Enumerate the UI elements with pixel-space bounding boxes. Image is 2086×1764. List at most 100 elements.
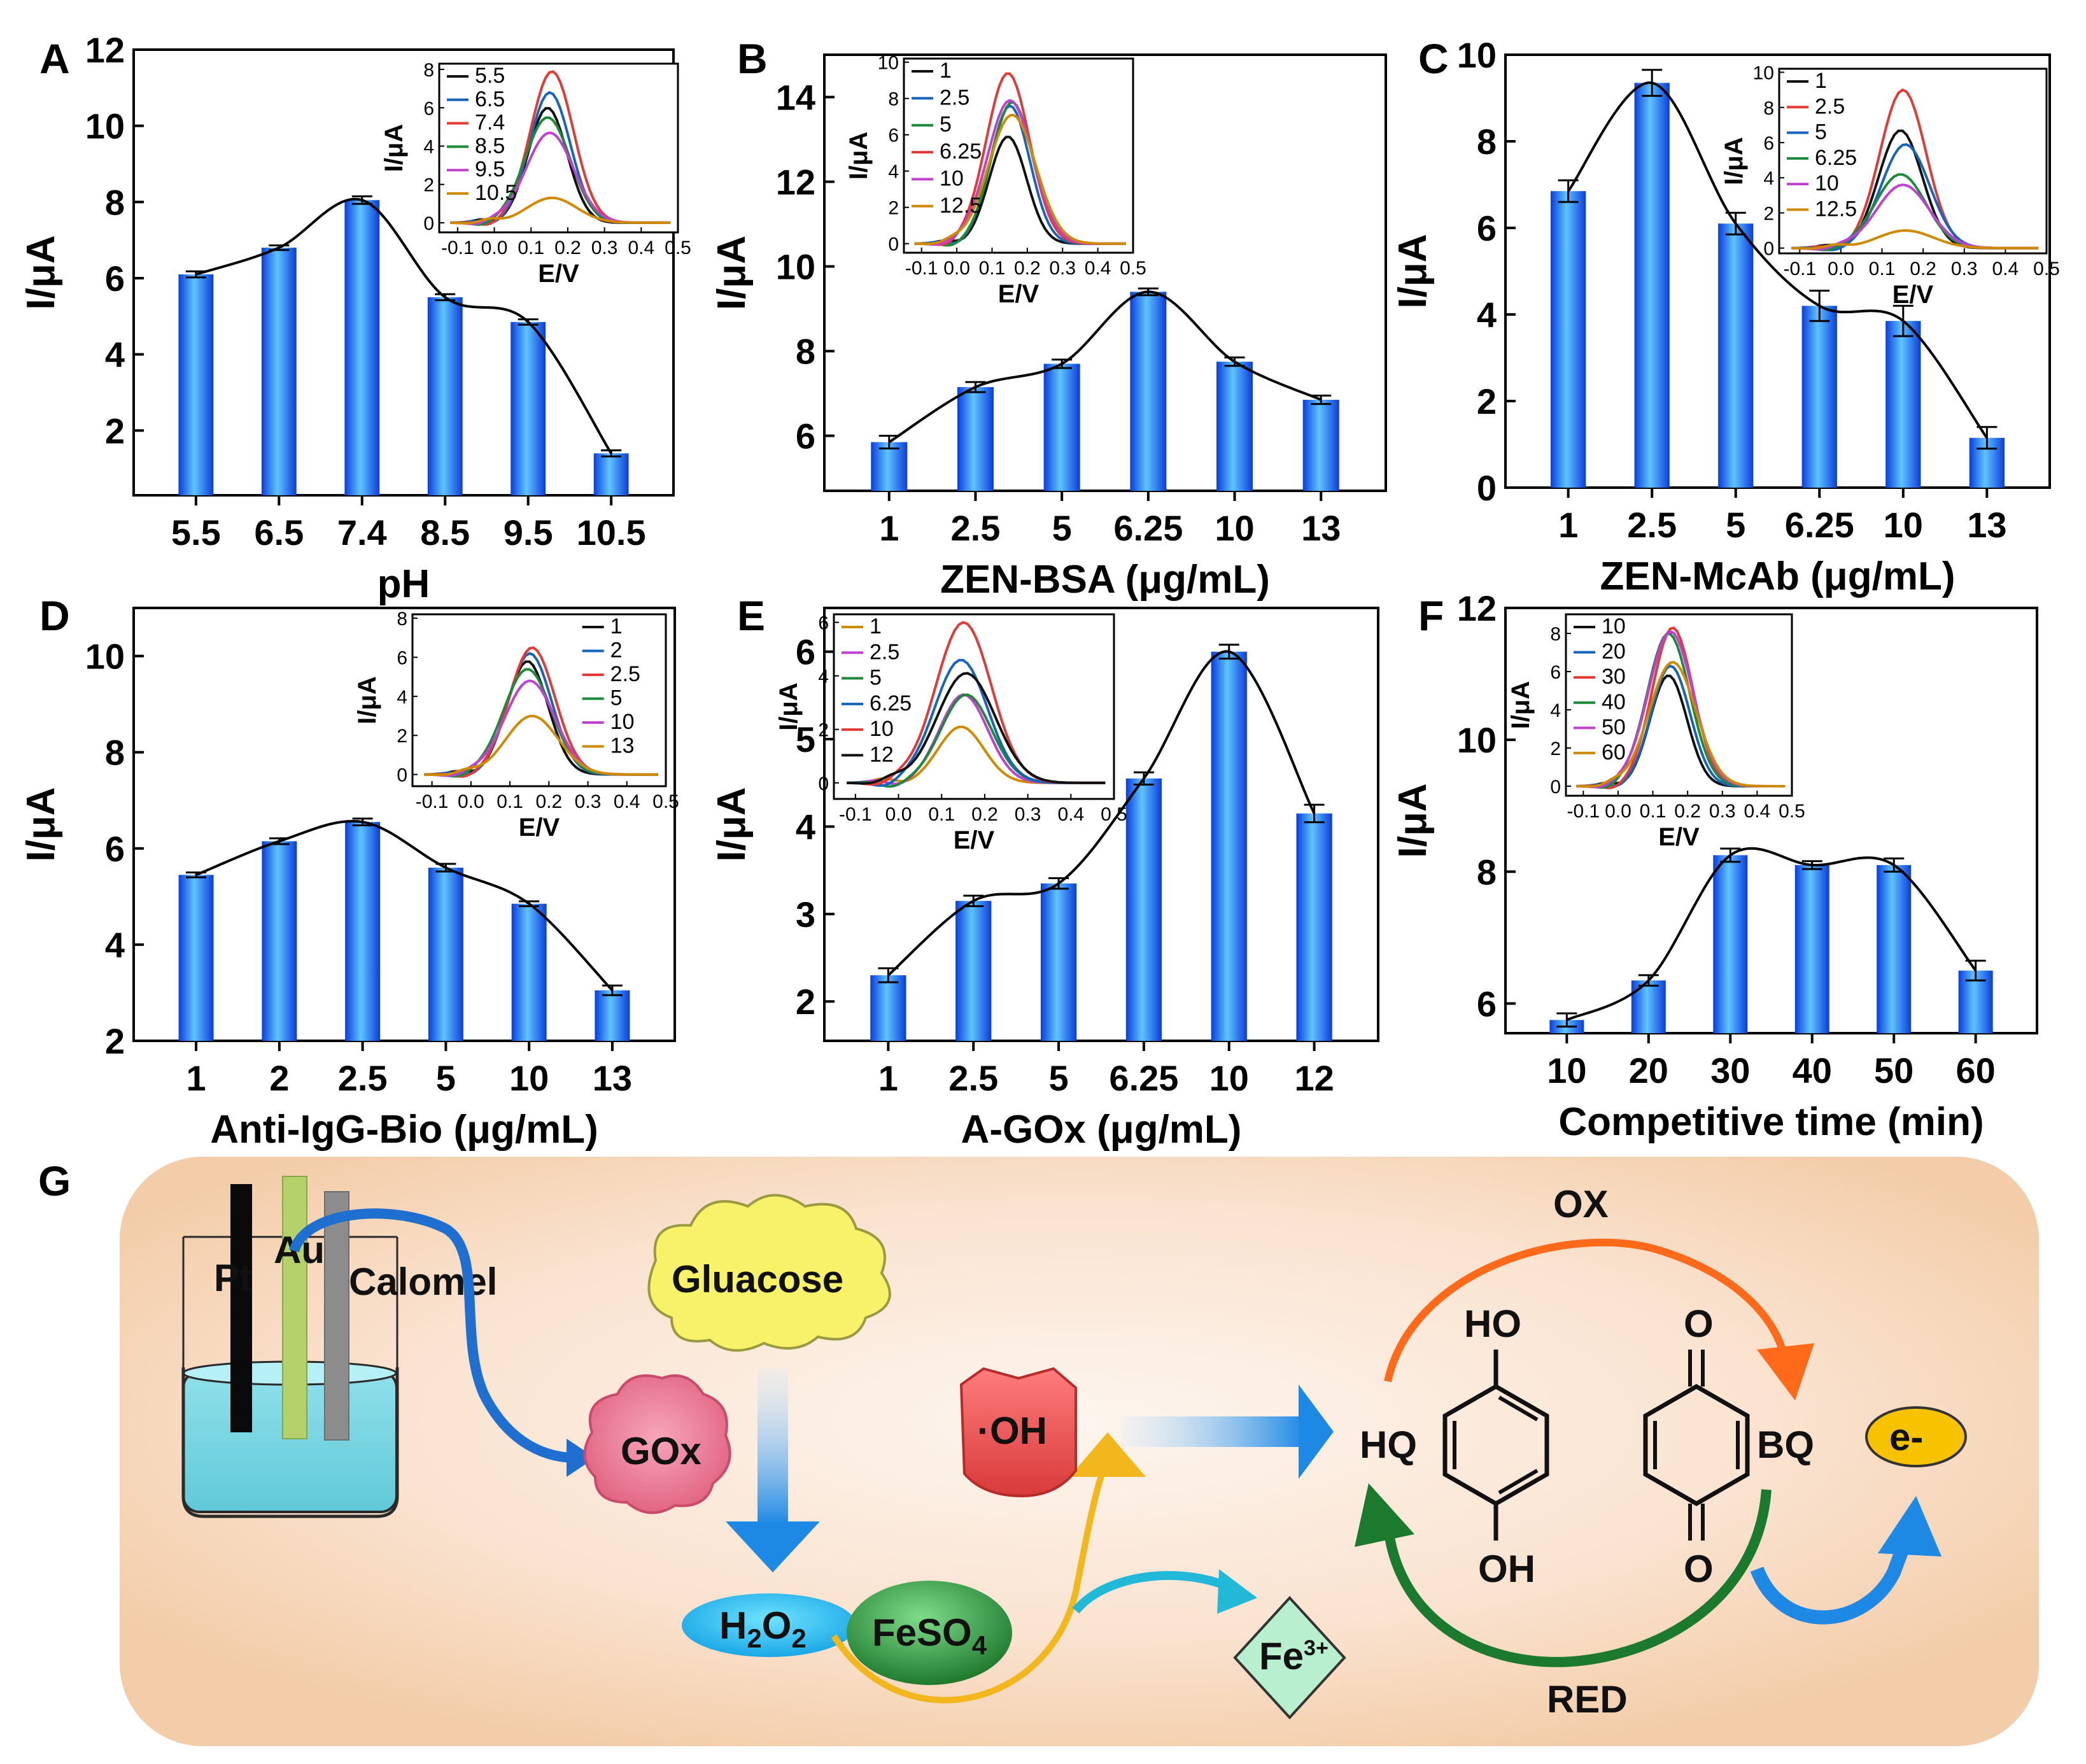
h2o2-ellipse: [682, 1593, 856, 1657]
panel-label: F: [1418, 592, 1444, 639]
y-axis-title: I/μA: [1391, 234, 1435, 308]
x-tick-label: 60: [1956, 1050, 1996, 1090]
bar: [1043, 363, 1080, 491]
electron-ellipse: [1865, 1406, 1967, 1467]
inset-y-tick-label: 2: [423, 175, 434, 196]
inset-legend-label: 2.5: [610, 662, 640, 686]
panel-label-g: G: [38, 1157, 71, 1204]
inset-x-tick-label: -0.1: [416, 791, 449, 812]
x-axis-title: pH: [377, 562, 430, 606]
inset-x-axis-title: E/V: [538, 260, 579, 288]
inset-x-tick-label: 0.2: [1674, 801, 1701, 822]
inset-series-line: [914, 113, 1126, 246]
inset-y-tick-label: 6: [888, 125, 899, 146]
inset-frame: [833, 613, 1115, 800]
y-tick-label: 4: [796, 807, 815, 847]
inset-y-tick-label: 6: [423, 98, 434, 119]
label-oh-radical: ·OH: [977, 1409, 1047, 1452]
y-tick-label: 8: [1477, 852, 1497, 892]
gox-blob: [583, 1374, 731, 1514]
inset-legend-label: 10: [940, 166, 964, 190]
y-axis-title: I/μA: [710, 236, 754, 310]
x-tick-label: 2: [269, 1058, 289, 1098]
inset-x-tick-label: 0.1: [497, 791, 523, 812]
y-tick-label: 4: [105, 335, 125, 375]
h2o2-species: H2O2: [682, 1593, 856, 1657]
inset-y-tick-label: 2: [397, 726, 407, 747]
x-tick-label: 7.4: [337, 512, 387, 553]
trend-line: [195, 820, 614, 992]
inset-x-tick-label: 0.3: [1015, 804, 1041, 825]
bar: [1718, 223, 1754, 488]
y-tick-label: 6: [105, 258, 125, 299]
oh-shape: [959, 1367, 1077, 1498]
inset-y-axis-title: I/μA: [1720, 137, 1748, 185]
label-feso4: FeSO4: [872, 1611, 987, 1660]
x-tick-label: 6.5: [254, 512, 304, 553]
bar: [1631, 980, 1666, 1033]
beaker-walls: [181, 1367, 399, 1518]
inset-y-tick-label: 6: [818, 613, 829, 634]
y-tick-label: 8: [796, 332, 815, 372]
panel-label: C: [1418, 35, 1449, 82]
inset-frame: [438, 62, 679, 234]
bar: [1296, 813, 1332, 1041]
y-tick-label: 10: [85, 106, 125, 146]
bar: [511, 903, 547, 1041]
x-tick-label: 1: [878, 1058, 898, 1098]
inset-legend-label: 12.5: [940, 194, 982, 218]
x-tick-label: 10.5: [577, 512, 646, 553]
x-tick-label: 8.5: [420, 512, 470, 553]
y-tick-label: 6: [1477, 984, 1497, 1024]
inset-legend-label: 5: [610, 686, 623, 710]
label-pt: Pt: [214, 1257, 252, 1299]
x-tick-label: 5.5: [171, 512, 221, 553]
trend-line: [195, 197, 612, 455]
inset-x-tick-label: 0.4: [1992, 258, 2019, 279]
inset-y-tick-label: 0: [888, 234, 899, 255]
x-axis-title: Competitive time (min): [1558, 1100, 1984, 1144]
bar: [178, 875, 214, 1041]
label-bq-o-top: O: [1684, 1302, 1714, 1345]
inset-x-axis-title: E/V: [1658, 823, 1700, 851]
inset-legend-label: 5: [870, 666, 882, 690]
inset-legend-label: 6.25: [870, 691, 912, 716]
bar: [955, 901, 992, 1041]
au-to-gox-arrowhead: [567, 1439, 595, 1477]
inset-y-tick-label: 8: [423, 60, 434, 81]
inset-legend-label: 30: [1602, 665, 1626, 689]
inset-legend-label: 1: [940, 59, 952, 83]
y-tick-label: 8: [105, 733, 125, 773]
inset-x-tick-label: -0.1: [1783, 258, 1816, 279]
inset-x-tick-label: 0.2: [1014, 258, 1041, 279]
inset-series-line: [847, 672, 1106, 785]
y-tick-label: 12: [85, 30, 125, 70]
inset-series-line: [424, 714, 658, 777]
pt-electrode: [230, 1184, 252, 1432]
plot-frame: [132, 48, 675, 497]
inset-y-tick-label: 4: [1550, 700, 1561, 721]
label-bq: BQ: [1757, 1423, 1814, 1466]
x-tick-label: 5: [1048, 1058, 1068, 1098]
inset-x-axis-title: E/V: [519, 814, 560, 842]
x-tick-label: 2.5: [951, 508, 1001, 548]
inset-x-tick-label: 0.1: [1869, 258, 1896, 279]
y-axis-title: I/μA: [19, 235, 63, 309]
y-tick-label: 10: [1457, 35, 1497, 75]
x-tick-label: 2.5: [1627, 505, 1677, 545]
inset-x-axis-title: E/V: [954, 826, 995, 854]
x-tick-label: 2.5: [338, 1058, 388, 1098]
inset-y-tick-label: 10: [878, 53, 899, 74]
inset-x-tick-label: 0.1: [518, 237, 544, 258]
red-arrowhead: [1355, 1483, 1414, 1547]
inset-legend-label: 50: [1602, 715, 1626, 739]
x-tick-label: 6.25: [1785, 505, 1854, 545]
plot-frame: [1504, 607, 2038, 1034]
inset-legend-label: 10: [1815, 171, 1839, 195]
plot-frame: [823, 53, 1387, 492]
